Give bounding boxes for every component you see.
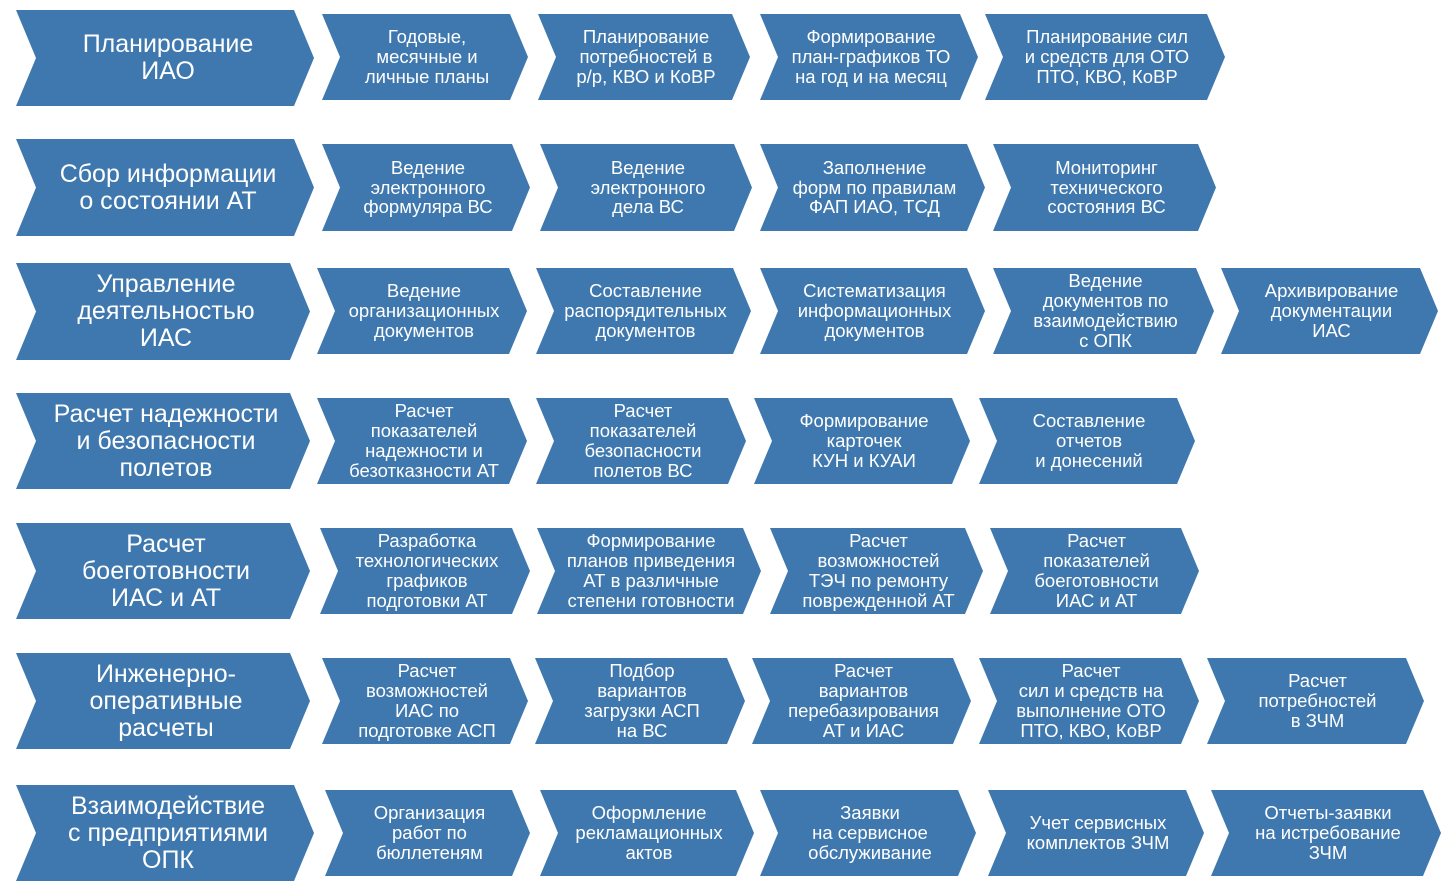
step-readiness-plans: Формирование планов приведения АТ в разл… bbox=[537, 528, 761, 614]
step-label: Расчет сил и средств на выполнение ОТО П… bbox=[1016, 660, 1166, 741]
step-label: Ведение документов по взаимодействию с О… bbox=[1033, 270, 1178, 351]
step-service-requests: Заявки на сервисное обслуживание bbox=[760, 790, 976, 876]
step-reports: Составление отчетов и донесений bbox=[979, 398, 1195, 484]
step-forces-planning: Планирование сил и средств для ОТО ПТО, … bbox=[985, 14, 1225, 100]
step-needs-planning: Планирование потребностей в р/р, КВО и К… bbox=[538, 14, 750, 100]
step-label: Подбор вариантов загрузки АСП на ВС bbox=[584, 660, 700, 741]
step-forces-calc: Расчет сил и средств на выполнение ОТО П… bbox=[979, 658, 1199, 744]
step-annual-plans: Годовые, месячные и личные планы bbox=[322, 14, 528, 100]
row-title: Планирование ИАО bbox=[82, 30, 254, 85]
step-service-kits: Учет сервисных комплектов ЗЧМ bbox=[988, 790, 1204, 876]
step-label: Заполнение форм по правилам ФАП ИАО, ТСД bbox=[792, 156, 957, 218]
step-label: Отчеты-заявки на истребование ЗЧМ bbox=[1255, 802, 1401, 863]
row-title: Взаимодействие с предприятиями ОПК bbox=[68, 791, 268, 874]
step-e-file: Ведение электронного дела ВС bbox=[540, 144, 752, 231]
step-asp-capacity: Расчет возможностей ИАС по подготовке АС… bbox=[322, 658, 528, 744]
step-label: Оформление рекламационных актов bbox=[575, 802, 723, 863]
step-label: Архивирование документации ИАС bbox=[1264, 280, 1399, 341]
step-label: Расчет показателей безопасности полетов … bbox=[584, 400, 702, 481]
step-tech-schedules: Разработка технологических графиков подг… bbox=[320, 528, 530, 614]
step-label: Систематизация информационных документов bbox=[797, 280, 952, 341]
step-e-form: Ведение электронного формуляра ВС bbox=[322, 144, 530, 231]
step-asp-loading: Подбор вариантов загрузки АСП на ВС bbox=[535, 658, 745, 744]
row-head-readiness: Расчет боеготовности ИАС и АТ bbox=[16, 523, 310, 619]
step-safety-calc: Расчет показателей безопасности полетов … bbox=[536, 398, 746, 484]
step-monitoring: Мониторинг технического состояния ВС bbox=[993, 144, 1216, 231]
step-label: Расчет потребностей в ЗЧМ bbox=[1258, 670, 1377, 731]
step-readiness-calc: Расчет показателей боеготовности ИАС и А… bbox=[990, 528, 1199, 614]
step-label: Планирование сил и средств для ОТО ПТО, … bbox=[1024, 26, 1190, 87]
step-label: Ведение организационных документов bbox=[348, 280, 500, 341]
step-label: Организация работ по бюллетеням bbox=[373, 802, 486, 863]
step-reliability-calc: Расчет показателей надежности и безотказ… bbox=[317, 398, 527, 484]
step-bulletins: Организация работ по бюллетеням bbox=[325, 790, 530, 876]
step-repair-capacity: Расчет возможностей ТЭЧ по ремонту повре… bbox=[770, 528, 983, 614]
step-label: Составление распорядительных документов bbox=[564, 280, 727, 341]
step-label: Расчет показателей боеготовности ИАС и А… bbox=[1034, 530, 1159, 611]
step-label: Учет сервисных комплектов ЗЧМ bbox=[1026, 812, 1170, 853]
step-label: Расчет возможностей ИАС по подготовке АС… bbox=[358, 660, 496, 741]
step-reclamation: Оформление рекламационных актов bbox=[540, 790, 754, 876]
step-admin-docs: Составление распорядительных документов bbox=[536, 268, 751, 354]
step-spares-needs: Расчет потребностей в ЗЧМ bbox=[1207, 658, 1424, 744]
step-opk-docs: Ведение документов по взаимодействию с О… bbox=[993, 268, 1214, 354]
row-head-engineering: Инженерно- оперативные расчеты bbox=[16, 653, 310, 749]
step-label: Заявки на сервисное обслуживание bbox=[808, 802, 932, 863]
step-archiving: Архивирование документации ИАС bbox=[1221, 268, 1438, 354]
row-head-info-collection: Сбор информации о состоянии АТ bbox=[16, 139, 314, 236]
step-label: Формирование карточек КУН и КУАИ bbox=[799, 410, 929, 471]
step-label: Годовые, месячные и личные планы bbox=[364, 26, 490, 87]
step-label: Ведение электронного формуляра ВС bbox=[363, 156, 493, 218]
step-label: Составление отчетов и донесений bbox=[1032, 410, 1146, 471]
step-label: Формирование планов приведения АТ в разл… bbox=[566, 530, 736, 611]
row-title: Инженерно- оперативные расчеты bbox=[89, 659, 243, 742]
row-title: Управление деятельностью ИАС bbox=[77, 270, 255, 352]
step-schedules: Формирование план-графиков ТО на год и н… bbox=[760, 14, 978, 100]
step-info-docs: Систематизация информационных документов bbox=[760, 268, 985, 354]
row-title: Расчет боеготовности ИАС и АТ bbox=[81, 529, 251, 612]
row-title: Сбор информации о состоянии АТ bbox=[59, 159, 277, 215]
step-label: Мониторинг технического состояния ВС bbox=[1047, 156, 1166, 218]
step-org-docs: Ведение организационных документов bbox=[317, 268, 527, 354]
row-head-reliability: Расчет надежности и безопасности полетов bbox=[16, 393, 310, 489]
row-title: Расчет надежности и безопасности полетов bbox=[53, 399, 279, 482]
step-label: Расчет вариантов перебазирования АТ и ИА… bbox=[788, 660, 939, 741]
row-head-planning: Планирование ИАО bbox=[16, 10, 314, 106]
row-head-opk: Взаимодействие с предприятиями ОПК bbox=[16, 785, 314, 881]
row-head-management: Управление деятельностью ИАС bbox=[16, 263, 310, 360]
step-label: Формирование план-графиков ТО на год и н… bbox=[791, 26, 951, 87]
step-fap-forms: Заполнение форм по правилам ФАП ИАО, ТСД bbox=[760, 144, 985, 231]
step-cards: Формирование карточек КУН и КУАИ bbox=[754, 398, 970, 484]
step-label: Планирование потребностей в р/р, КВО и К… bbox=[576, 26, 716, 87]
step-spares-reports: Отчеты-заявки на истребование ЗЧМ bbox=[1211, 790, 1441, 876]
step-label: Разработка технологических графиков подг… bbox=[355, 530, 499, 611]
step-rebasing: Расчет вариантов перебазирования АТ и ИА… bbox=[752, 658, 971, 744]
step-label: Ведение электронного дела ВС bbox=[590, 156, 706, 218]
step-label: Расчет возможностей ТЭЧ по ремонту повре… bbox=[802, 530, 955, 611]
step-label: Расчет показателей надежности и безотказ… bbox=[349, 400, 499, 481]
